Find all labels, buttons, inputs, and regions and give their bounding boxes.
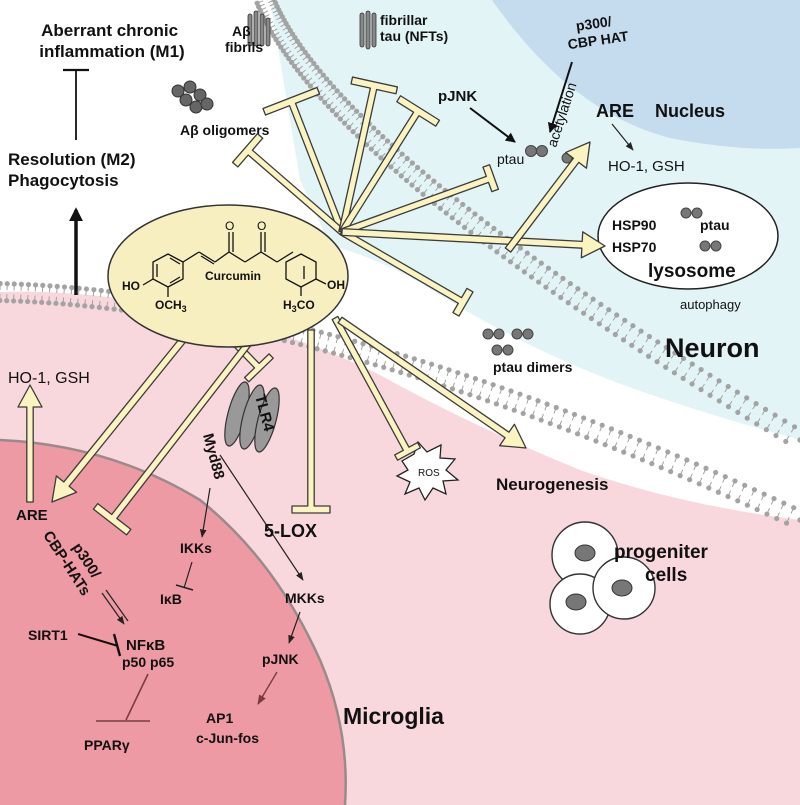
ptau-dimers-particles — [482, 328, 534, 356]
activate-are-nucleus — [504, 141, 591, 253]
ptau-label: ptau — [497, 151, 524, 167]
ptau-lysosome-label: ptau — [700, 217, 730, 233]
ho1-gsh-microglia-label: HO-1, GSH — [8, 370, 90, 387]
nfkb-inhibits-ppar — [125, 673, 149, 721]
abeta-fibrils-icon — [247, 10, 271, 47]
hsp70-label: HSP70 — [612, 239, 657, 255]
resolution-label: Resolution (M2) Phagocytosis — [8, 150, 140, 190]
ros-label: ROS — [418, 468, 440, 479]
are-to-ho1-gsh — [17, 384, 43, 503]
are-microglia-label: ARE — [16, 507, 48, 524]
inhibit-fibrillar-tau — [338, 76, 399, 234]
ikks-inhibits-ikb — [183, 561, 193, 589]
abeta-fibrils-label: fibrils — [225, 39, 263, 55]
lysosome-label: lysosome — [648, 261, 736, 282]
myd88-to-ikks-arrow — [199, 487, 211, 538]
ho-label: HO — [122, 279, 140, 293]
nfkb-label: NFκB — [126, 637, 165, 654]
oh-label: OH — [327, 278, 345, 292]
aberrant-inflammation-label: Aberrant chronic inflammation (M1) — [39, 21, 184, 61]
ap1-label: AP1 — [206, 710, 233, 726]
tlr4-to-mkks-arrow — [219, 454, 304, 581]
neuron-membrane — [254, 0, 800, 445]
curcumin-structure — [142, 232, 327, 297]
microglia-nucleus — [0, 440, 346, 805]
inhibit-p300-microglia — [92, 332, 259, 536]
pjnk-to-ap1-arrow — [257, 671, 278, 705]
are-to-ho1-arrow — [611, 123, 634, 151]
ikb-label: IκB — [160, 591, 182, 607]
lysosome-ptau-particles — [680, 207, 722, 252]
progeniter-cells-label: progeniter cells — [614, 542, 713, 586]
lysosome — [597, 182, 779, 290]
ros-burst-icon — [395, 440, 460, 502]
hsp90-label: HSP90 — [612, 217, 657, 233]
pjnk-top-label: pJNK — [438, 88, 477, 105]
activate-lysosome-autophagy — [341, 227, 606, 259]
sirt1-label: SIRT1 — [28, 627, 68, 643]
fibrillar-tau-label: fibrillar tau (NFTs) — [380, 12, 448, 44]
sirt1-inhibits-nfkb — [77, 633, 119, 647]
activate-neurogenesis — [337, 316, 527, 449]
ppar-label: PPARγ — [84, 737, 130, 753]
curcumin-label: Curcumin — [205, 269, 261, 283]
inhibit-abeta-oligomers — [231, 132, 345, 236]
pjnk-bottom-label: pJNK — [262, 651, 299, 667]
neurogenesis-label: Neurogenesis — [496, 475, 608, 494]
abeta-oligomers-label: Aβ oligomers — [180, 122, 270, 138]
inhibit-ptau-dimers — [339, 228, 474, 317]
ho1-gsh-neuron-label: HO-1, GSH — [608, 158, 685, 175]
abeta-oligomers-icon — [171, 80, 214, 114]
ikks-label: IKKs — [180, 540, 212, 556]
mkks-to-pjnk-arrow — [288, 611, 301, 644]
microglia-nucleus-envelope — [0, 438, 347, 805]
mkks-label: MKKs — [285, 590, 325, 606]
are-nucleus-label: ARE — [596, 101, 634, 121]
c-jun-fos-label: c-Jun-fos — [196, 730, 259, 746]
neuron-nucleus — [492, 0, 800, 149]
pjnk-arrow — [469, 107, 516, 143]
neuron-label: Neuron — [665, 333, 760, 363]
o-right-label: O — [257, 219, 266, 233]
curcumin-effect-arrows — [17, 76, 606, 536]
acetylation-arrow — [547, 61, 573, 133]
autophagy-label: autophagy — [680, 297, 741, 312]
inhibit-abeta-fibrils — [262, 86, 346, 234]
progenitor-cells-icon — [549, 521, 656, 635]
abeta-prefix-label: Aβ — [232, 23, 251, 39]
tlr4-receptor-icon — [224, 381, 280, 453]
fibrillar-tau-icon — [359, 10, 377, 50]
nucleus-label: Nucleus — [655, 101, 725, 121]
inhibit-pjnk-tau — [338, 95, 441, 235]
ptau-dimers-label: ptau dimers — [493, 359, 573, 375]
och3-label: OCH3 — [155, 298, 187, 314]
h3co-label: H3CO — [283, 298, 315, 314]
acetylation-to-nfkb-arrow — [101, 592, 125, 625]
o-left-label: O — [225, 219, 234, 233]
curcumin-ellipse — [107, 204, 349, 348]
p50-p65-label: p50 p65 — [122, 654, 174, 670]
inhibit-ptau — [340, 164, 500, 236]
microglia-label: Microglia — [343, 703, 444, 729]
inhibit-ros — [331, 315, 422, 461]
five-lox-label: 5-LOX — [264, 521, 317, 541]
inhibit-5-lox — [291, 329, 331, 514]
activate-are-microglia — [51, 333, 190, 503]
